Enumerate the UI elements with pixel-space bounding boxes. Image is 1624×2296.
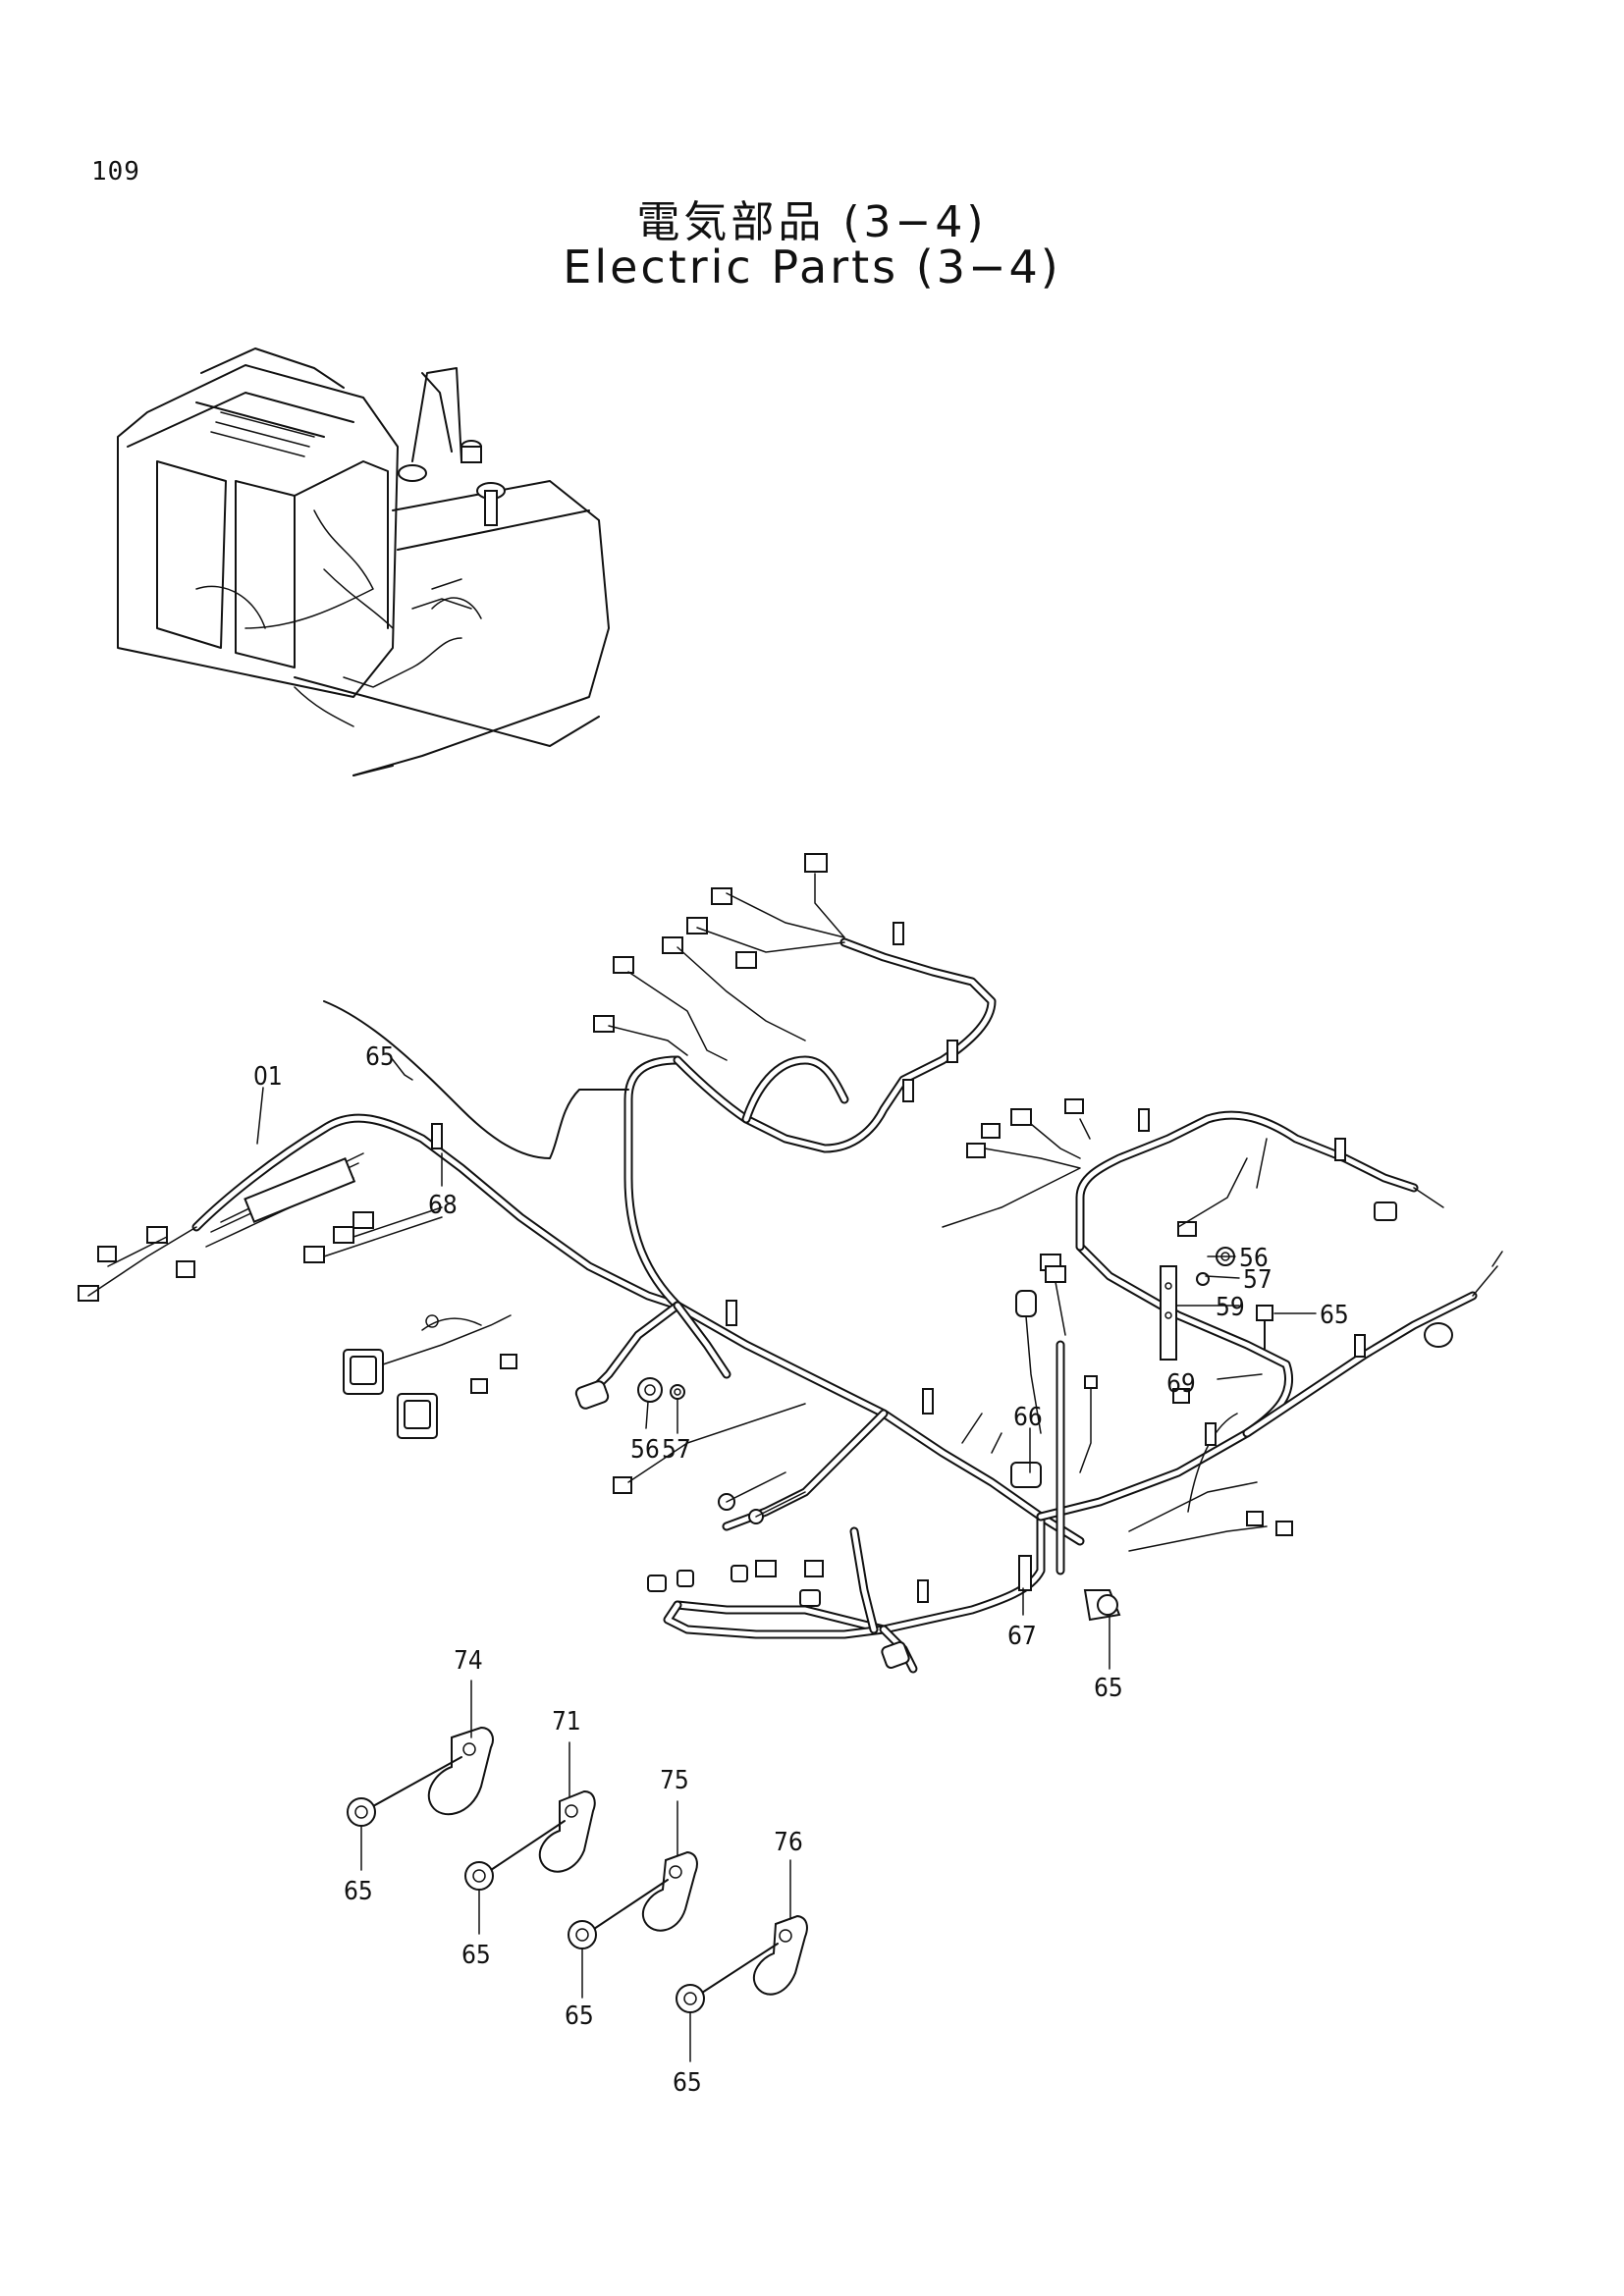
leader-lines xyxy=(256,1056,1317,2062)
callout-65-c: 65 xyxy=(565,2002,594,2031)
callout-65-top: 65 xyxy=(365,1042,395,1072)
callout-71: 71 xyxy=(552,1707,581,1736)
callout-56-left: 56 xyxy=(630,1435,660,1465)
callout-68: 68 xyxy=(428,1191,458,1220)
callout-75: 75 xyxy=(660,1766,689,1795)
clamp-assembly-75 xyxy=(568,1850,698,1949)
clamp-assembly-71 xyxy=(464,1789,596,1891)
callout-65-right: 65 xyxy=(1320,1301,1349,1330)
main-wiring-harness xyxy=(191,937,1478,1674)
callout-59: 59 xyxy=(1216,1293,1245,1322)
callout-74: 74 xyxy=(454,1646,483,1676)
clamp-assembly-74 xyxy=(347,1726,494,1827)
callout-01: 01 xyxy=(253,1062,283,1092)
callout-57-left: 57 xyxy=(662,1435,691,1465)
callout-56-right: 56 xyxy=(1239,1244,1269,1273)
page-number: 109 xyxy=(91,157,140,187)
clamp-assembly-76 xyxy=(676,1914,808,2013)
machine-overview-illustration xyxy=(117,347,610,776)
callout-69: 69 xyxy=(1166,1369,1196,1399)
connectors-group xyxy=(78,853,1503,1670)
callout-65-d: 65 xyxy=(673,2068,702,2098)
callout-57-right: 57 xyxy=(1243,1265,1272,1295)
callout-65-b: 65 xyxy=(461,1941,491,1970)
callout-labels: 01 65 68 56 57 56 57 59 65 69 66 67 65 7… xyxy=(253,1042,1349,2098)
callout-67: 67 xyxy=(1007,1622,1037,1651)
callout-65-a: 65 xyxy=(344,1877,373,1906)
page-title-english: Electric Parts (3−4) xyxy=(563,240,1061,294)
callout-76: 76 xyxy=(774,1828,803,1857)
callout-66: 66 xyxy=(1013,1403,1043,1432)
callout-65-lower: 65 xyxy=(1094,1674,1123,1703)
page-title-japanese: 電気部品 (3−4) xyxy=(636,197,988,247)
